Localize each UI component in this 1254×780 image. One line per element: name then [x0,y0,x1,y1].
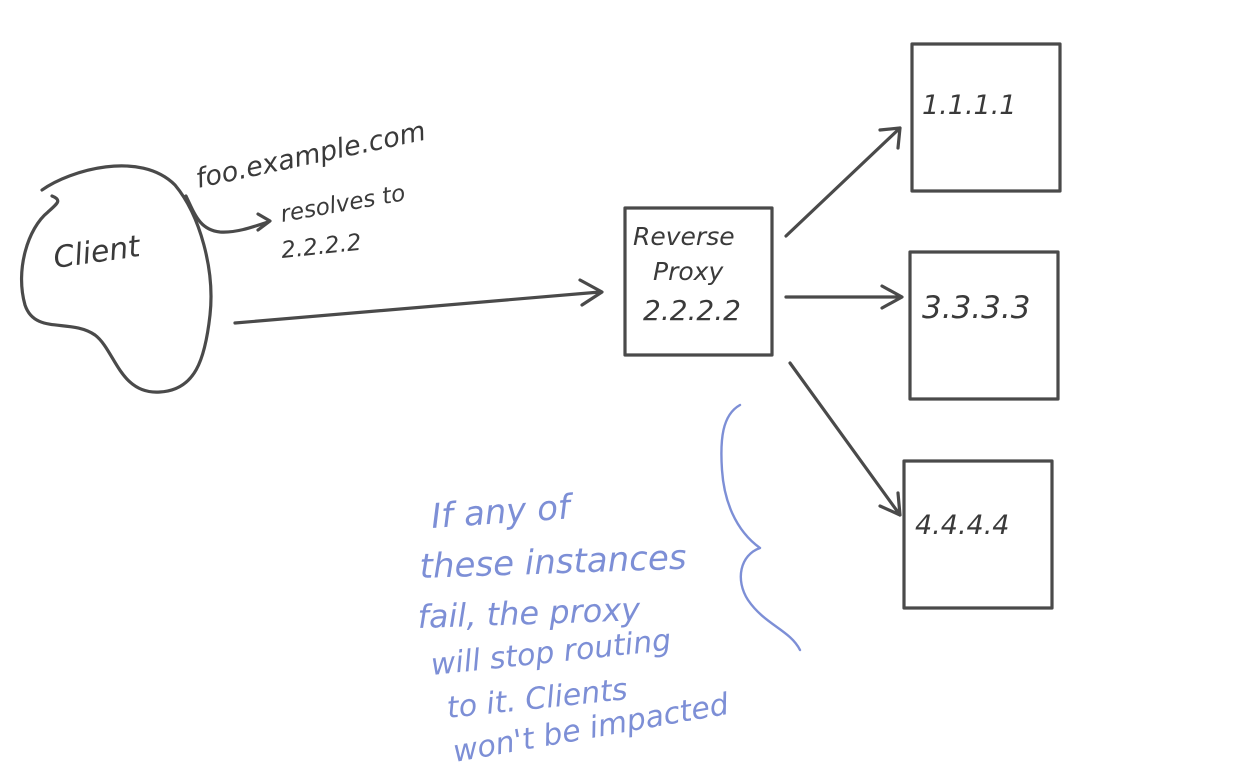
proxy-to-instance1-arrow [784,126,902,238]
instance-ip-1: 1.1.1.1 [922,90,1016,121]
annotation-line: these instances [419,538,687,587]
dns-note-hook-arrow [184,194,272,234]
annotation-brace [720,403,802,652]
dns-ip-text: 2.2.2.2 [280,230,363,264]
proxy-label-line2: Proxy [653,257,724,286]
proxy-to-instance2-arrow [784,284,904,310]
client-blob [20,164,213,394]
instance-box-3 [902,459,1054,610]
proxy-ip-text: 2.2.2.2 [643,294,741,327]
client-label: Client [51,229,143,276]
proxy-to-instance3-arrow [788,361,902,517]
instance-ip-3: 4.4.4.4 [915,510,1009,541]
proxy-label-line1: Reverse [633,222,735,251]
client-to-proxy-arrow [233,278,604,325]
instance-box-2 [908,250,1060,401]
reverse-proxy-box [623,206,774,357]
dns-resolves-text: resolves to [279,180,408,228]
instance-ip-2: 3.3.3.3 [922,290,1030,326]
annotation-line: If any of [430,487,576,537]
annotation-text-block: If any of these instances fail, the prox… [417,487,732,770]
instance-box-1 [910,42,1062,193]
annotation-line: fail, the proxy [417,590,642,636]
